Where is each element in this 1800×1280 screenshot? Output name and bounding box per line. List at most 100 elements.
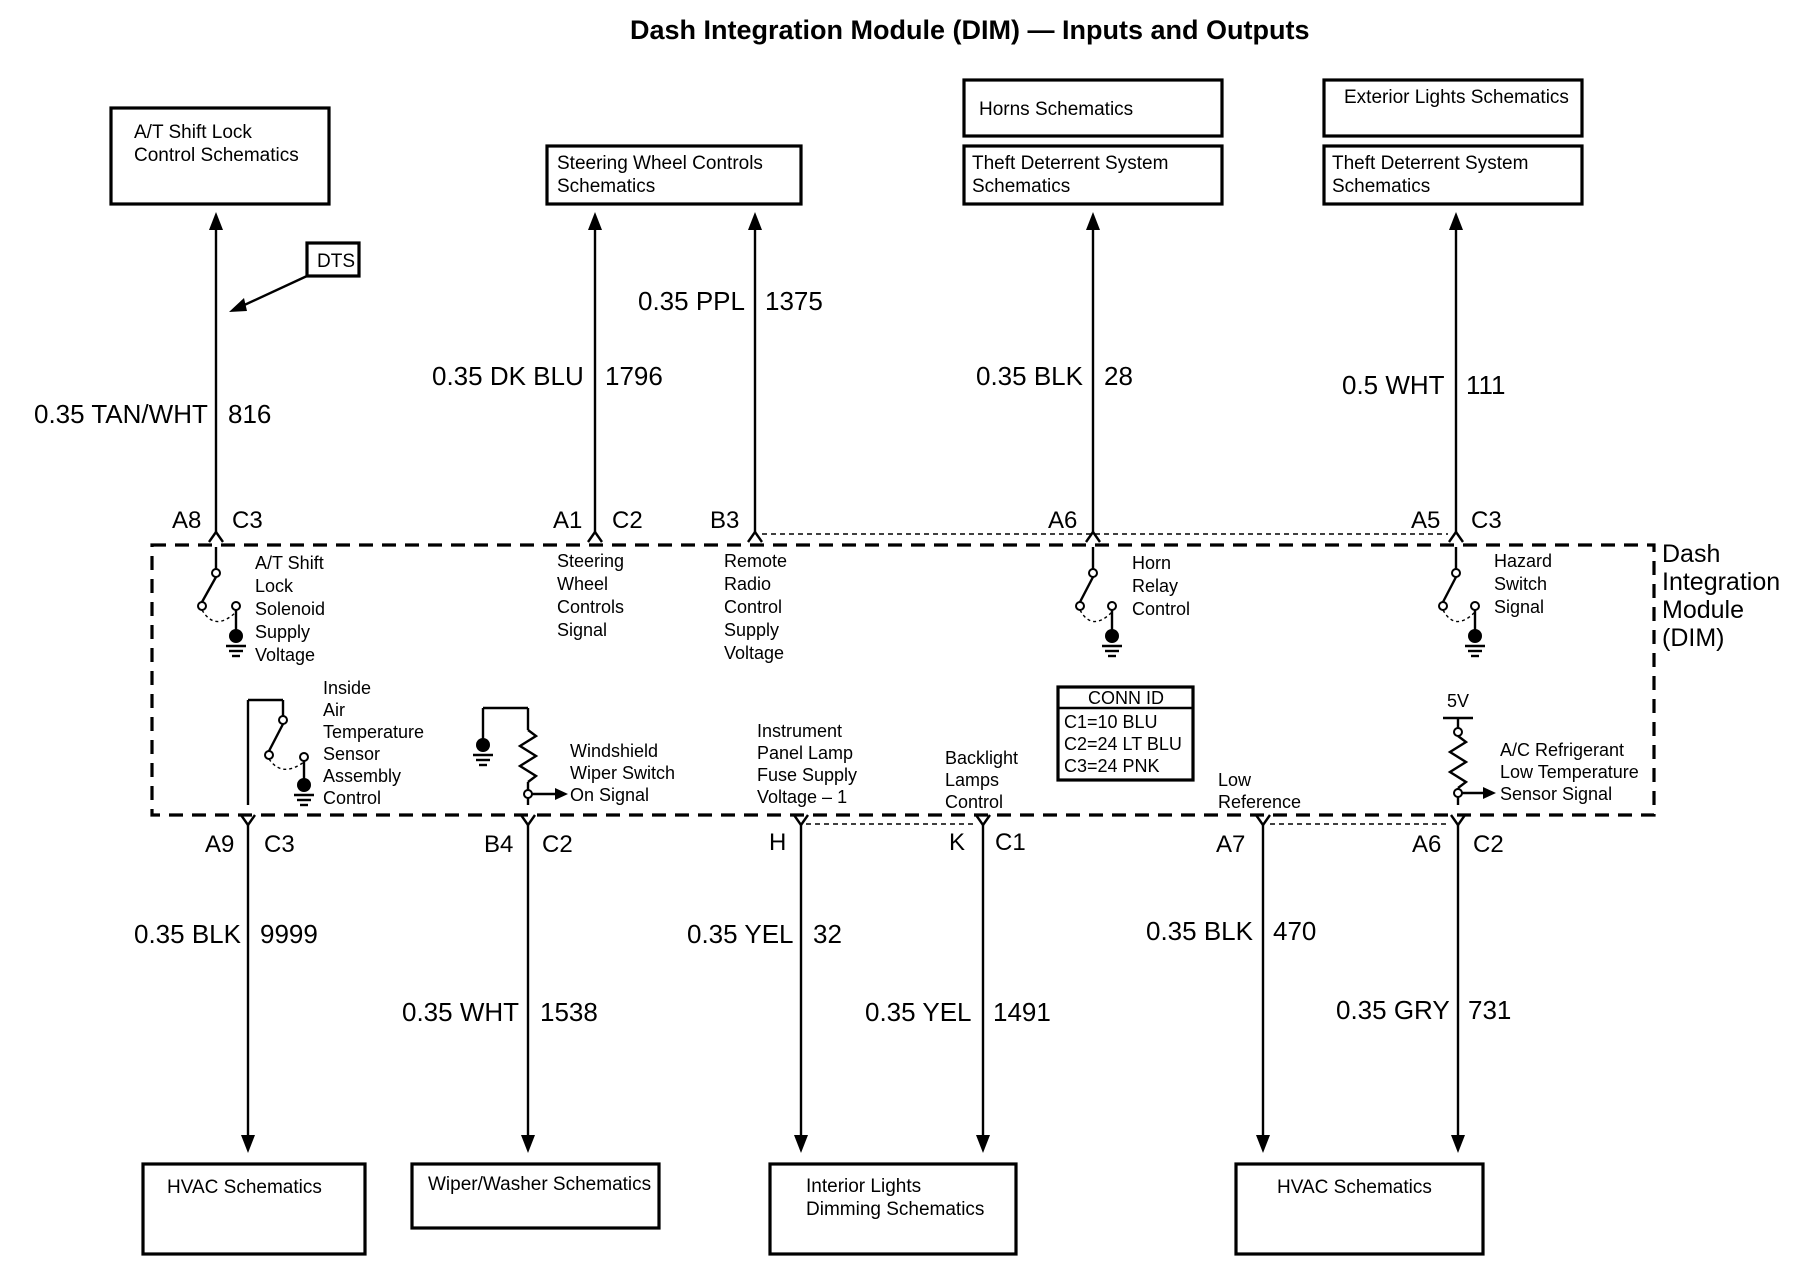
pin-label: A9 <box>205 831 234 858</box>
box-line: Wiper/Washer Schematics <box>428 1174 651 1195</box>
diagram-title: Dash Integration Module (DIM) — Inputs a… <box>630 15 1309 45</box>
conn-id-heading: CONN ID <box>1088 688 1164 708</box>
switch-horn-relay <box>1075 547 1122 658</box>
supply-voltage-label: 5V <box>1447 691 1469 711</box>
conn-id-row: C2=24 LT BLU <box>1064 734 1182 754</box>
signal-line: Sensor <box>323 744 380 764</box>
signal-label-instrument: Instrument Panel Lamp Fuse Supply Voltag… <box>757 721 857 807</box>
circuit-number: 1491 <box>993 997 1051 1027</box>
wire-color: 0.35 YEL <box>865 997 972 1027</box>
pin-label: A8 <box>172 507 201 534</box>
signal-label-steering: Steering Wheel Controls Signal <box>557 551 624 640</box>
bottom-wire-32: H 0.35 YEL 32 <box>687 814 842 1153</box>
signal-line: Signal <box>557 620 607 640</box>
signal-line: Control <box>945 792 1003 812</box>
circuit-number: 32 <box>813 919 842 949</box>
signal-label-ac: A/C Refrigerant Low Temperature Sensor S… <box>1500 740 1639 804</box>
signal-line: Low <box>1218 770 1252 790</box>
top-wire-111: 0.5 WHT 111 A5 C3 <box>1342 212 1506 543</box>
signal-line: Backlight <box>945 748 1018 768</box>
signal-label-backlight: Backlight Lamps Control <box>945 748 1018 812</box>
signal-line: Inside <box>323 678 371 698</box>
wire-color: 0.35 PPL <box>638 286 745 316</box>
bottom-box-interior-lights[interactable]: Interior Lights Dimming Schematics <box>768 1162 1018 1256</box>
signal-line: Controls <box>557 597 624 617</box>
circuit-number: 111 <box>1466 370 1506 400</box>
connector-label: C1 <box>995 829 1026 856</box>
signal-line: Reference <box>1218 792 1301 812</box>
dts-label: DTS <box>317 251 355 272</box>
box-line: Schematics <box>972 176 1070 197</box>
pin-label: A6 <box>1412 831 1441 858</box>
signal-line: Air <box>323 700 345 720</box>
signal-line: Radio <box>724 574 771 594</box>
signal-line: A/C Refrigerant <box>1500 740 1624 760</box>
bottom-wire-1491: K C1 0.35 YEL 1491 <box>865 814 1051 1153</box>
bottom-box-wiper-washer[interactable]: Wiper/Washer Schematics <box>410 1162 661 1230</box>
signal-line: Lock <box>255 576 294 596</box>
circuit-number: 731 <box>1468 995 1511 1025</box>
switch-inside-air <box>246 698 314 807</box>
connector-label: C2 <box>612 507 643 534</box>
circuit-number: 9999 <box>260 919 318 949</box>
top-box-theft-2[interactable]: Theft Deterrent System Schematics <box>1322 144 1584 206</box>
connector-label: C2 <box>1473 831 1504 858</box>
box-line: Steering Wheel Controls <box>557 153 763 174</box>
top-box-steering-wheel[interactable]: Steering Wheel Controls Schematics <box>545 144 803 206</box>
pin-label: H <box>769 829 786 856</box>
bottom-box-hvac-1[interactable]: HVAC Schematics <box>141 1162 367 1256</box>
pin-label: A1 <box>553 507 582 534</box>
top-box-shift-lock[interactable]: A/T Shift Lock Control Schematics <box>109 106 331 206</box>
signal-line: Switch <box>1494 574 1547 594</box>
signal-line: Panel Lamp <box>757 743 853 763</box>
signal-line: Fuse Supply <box>757 765 857 785</box>
switch-shift-lock <box>197 547 246 658</box>
box-line: Theft Deterrent System <box>1332 153 1528 174</box>
top-box-theft-1[interactable]: Theft Deterrent System Schematics <box>962 144 1224 206</box>
wire-color: 0.35 DK BLU <box>432 361 584 391</box>
top-box-horns[interactable]: Horns Schematics <box>962 78 1224 138</box>
module-label-line: (DIM) <box>1662 624 1724 652</box>
ac-sensor-resistor: 5V <box>1443 691 1496 805</box>
connector-label: C3 <box>232 507 263 534</box>
signal-label-remote-radio: Remote Radio Control Supply Voltage <box>724 551 787 663</box>
pin-label: A7 <box>1216 831 1245 858</box>
dts-callout: DTS <box>229 241 361 312</box>
module-label-line: Module <box>1662 596 1744 624</box>
bottom-box-hvac-2[interactable]: HVAC Schematics <box>1234 1162 1485 1256</box>
circuit-number: 470 <box>1273 916 1316 946</box>
signal-line: Voltage – 1 <box>757 787 847 807</box>
connector-id-box: CONN ID C1=10 BLU C2=24 LT BLU C3=24 PNK <box>1056 685 1195 782</box>
pin-label: K <box>949 829 965 856</box>
signal-label-hazard: Hazard Switch Signal <box>1494 551 1552 617</box>
signal-line: Signal <box>1494 597 1544 617</box>
wire-color: 0.35 TAN/WHT <box>34 399 208 429</box>
signal-line: Voltage <box>724 643 784 663</box>
bottom-wire-731: A6 C2 0.35 GRY 731 <box>1336 814 1511 1153</box>
module-label-line: Dash <box>1662 540 1720 568</box>
conn-id-row: C3=24 PNK <box>1064 756 1160 776</box>
signal-line: Wiper Switch <box>570 763 675 783</box>
circuit-number: 1375 <box>765 286 823 316</box>
box-line: HVAC Schematics <box>1277 1177 1432 1198</box>
signal-line: Windshield <box>570 741 658 761</box>
signal-line: Horn <box>1132 553 1171 573</box>
signal-line: Supply <box>255 622 310 642</box>
pin-label: A6 <box>1048 507 1077 534</box>
conn-id-row: C1=10 BLU <box>1064 712 1158 732</box>
module-label-line: Integration <box>1662 568 1780 596</box>
wire-color: 0.35 GRY <box>1336 995 1450 1025</box>
signal-label-wiper: Windshield Wiper Switch On Signal <box>570 741 675 805</box>
box-line: A/T Shift Lock <box>134 122 252 143</box>
circuit-number: 1796 <box>605 361 663 391</box>
connector-label: C3 <box>264 831 295 858</box>
module-label: Dash Integration Module (DIM) <box>1662 540 1780 652</box>
signal-label-shift-lock: A/T Shift Lock Solenoid Supply Voltage <box>255 553 325 665</box>
wire-color: 0.35 BLK <box>1146 916 1254 946</box>
signal-line: Supply <box>724 620 779 640</box>
top-box-exterior-lights[interactable]: Exterior Lights Schematics <box>1322 78 1584 138</box>
signal-line: Lamps <box>945 770 999 790</box>
signal-line: A/T Shift <box>255 553 324 573</box>
wire-color: 0.35 BLK <box>134 919 242 949</box>
